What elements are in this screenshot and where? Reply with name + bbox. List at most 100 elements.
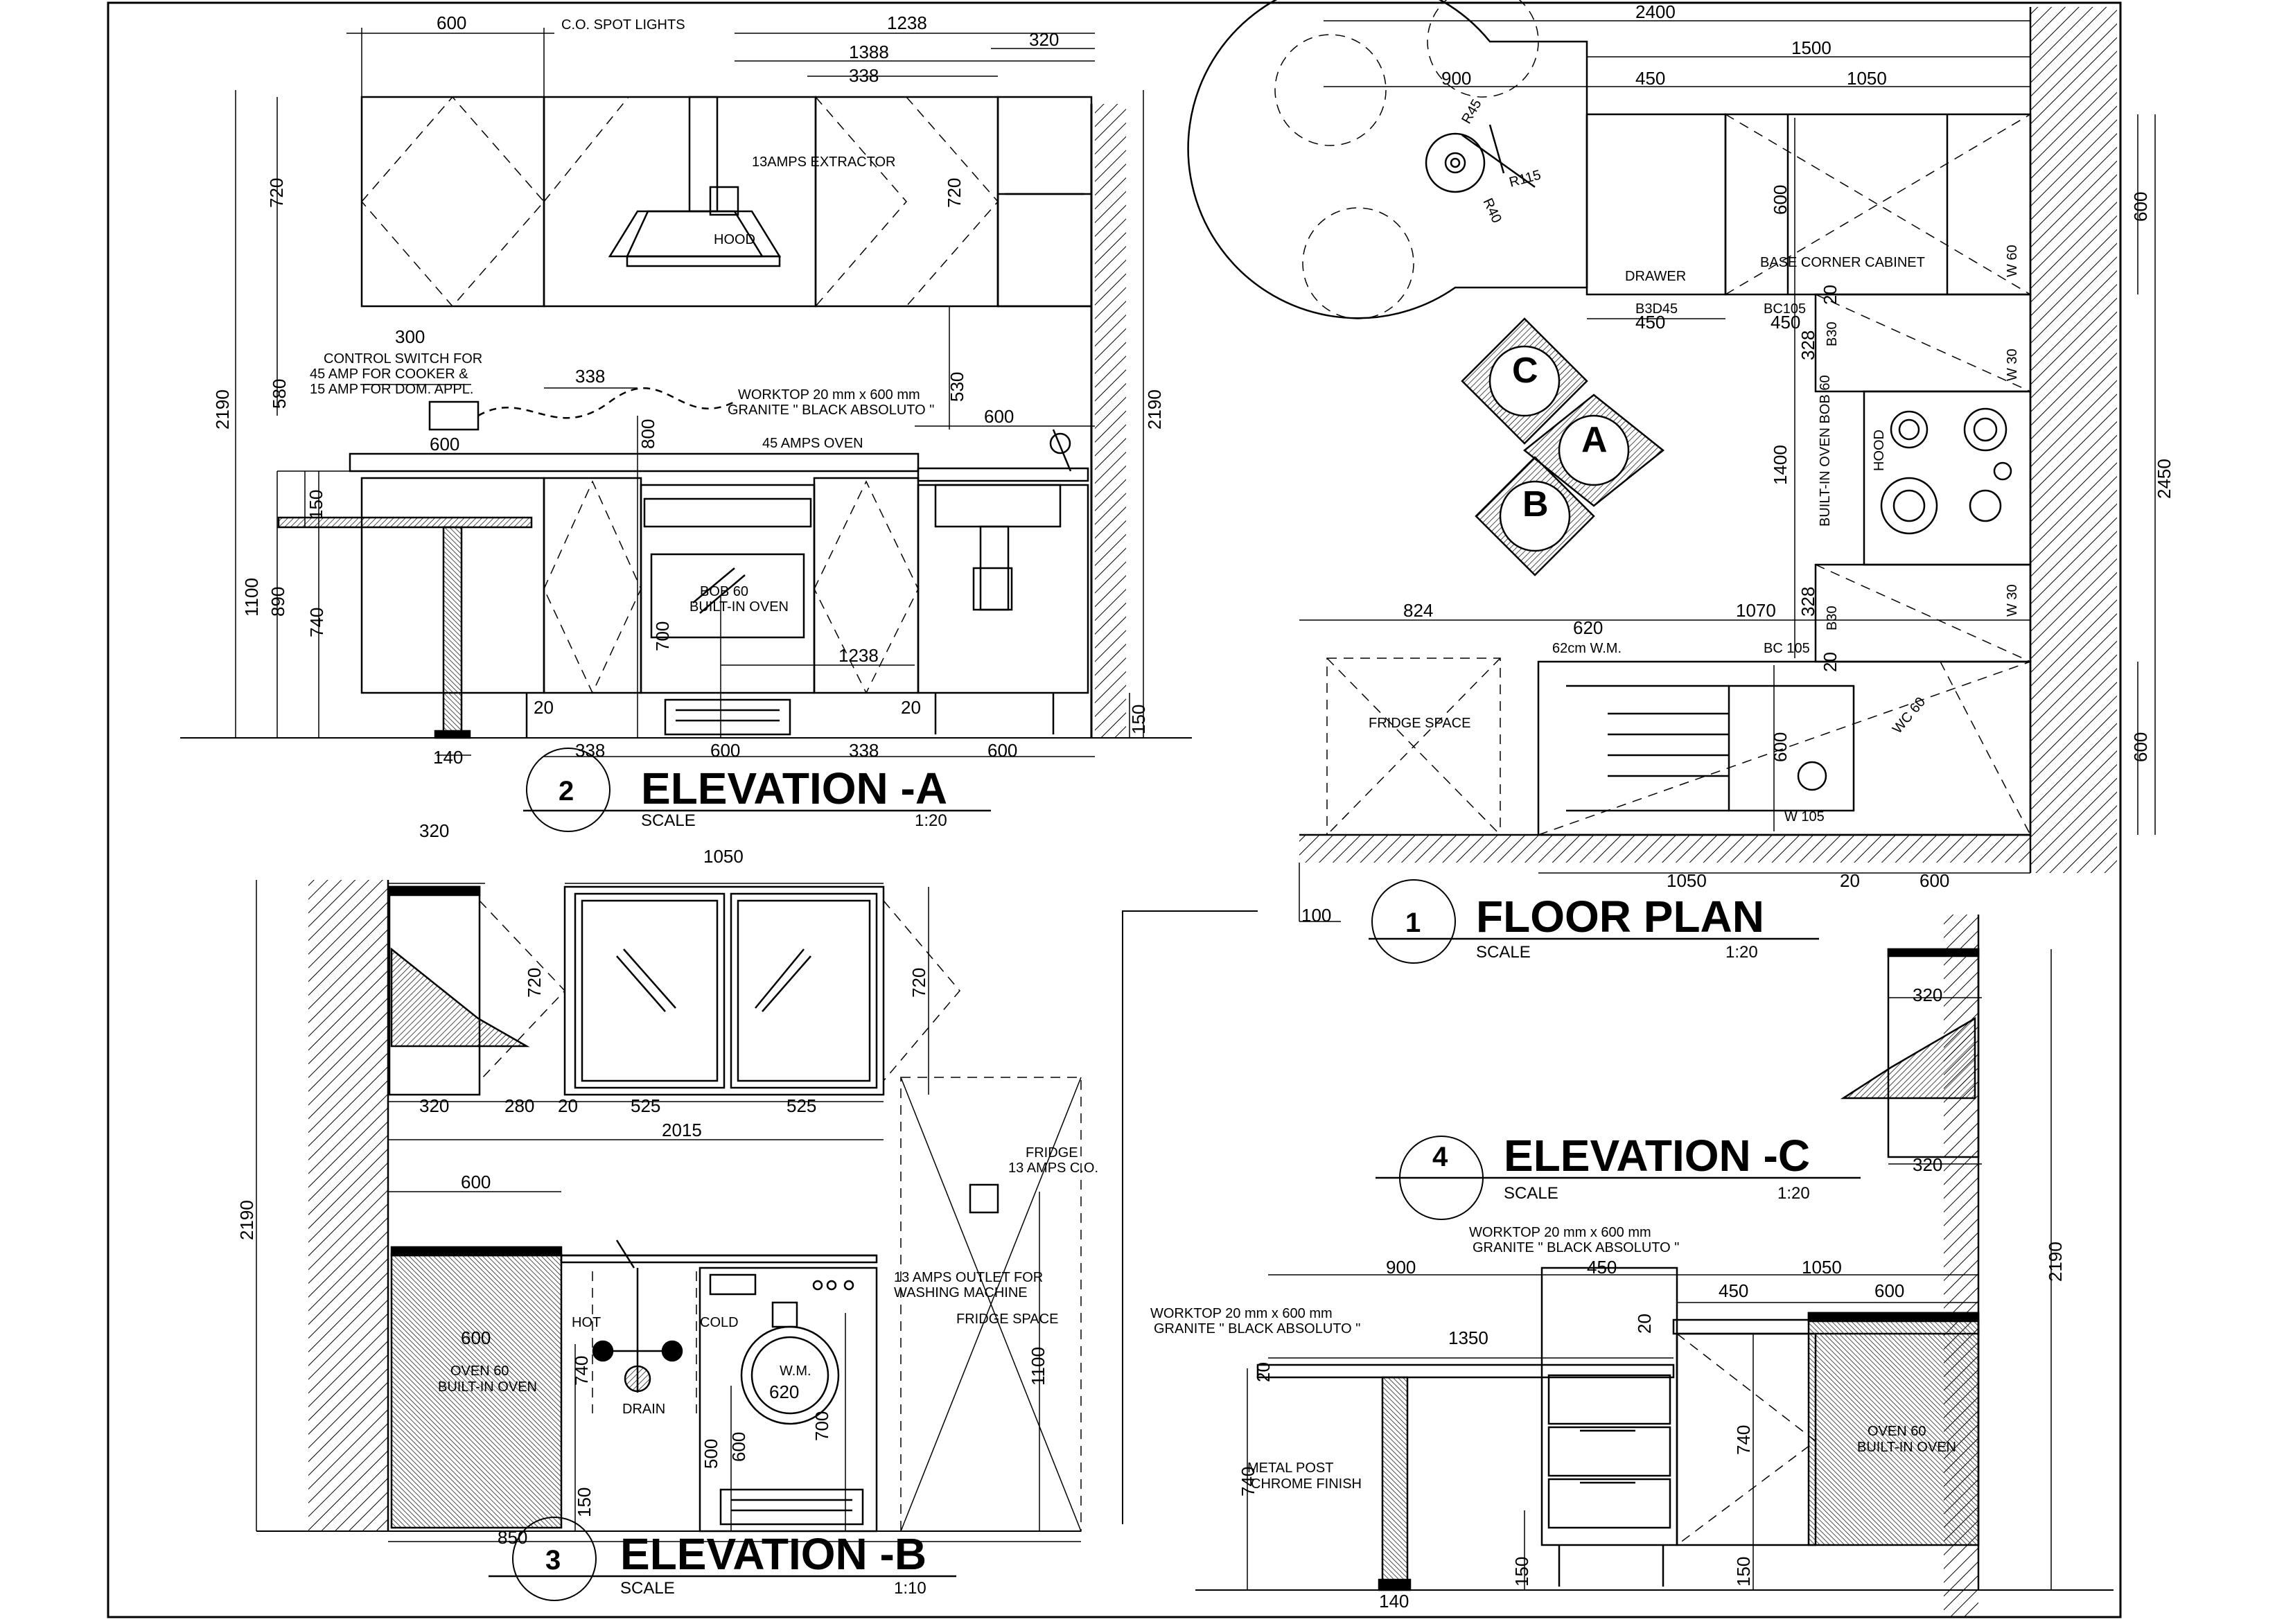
label-post-2: CHROME FINISH (1251, 1476, 1362, 1492)
dim: 620 (769, 1382, 799, 1402)
section-markers (1461, 317, 1665, 576)
scale-label: SCALE (1504, 1184, 1558, 1203)
label-w30: W 30 (2005, 584, 2020, 617)
sheet-border (107, 1, 2122, 1618)
dim: 338 (575, 366, 605, 387)
elevation-a-text: 600 C.O. SPOT LIGHTS 1238 1388 320 338 7… (212, 12, 1165, 768)
dim: 1050 (1802, 1257, 1842, 1278)
scale-label: SCALE (620, 1579, 675, 1598)
dim: 280 (504, 1095, 534, 1116)
dim: 320 (1913, 1154, 1942, 1175)
dim: 1238 (887, 12, 927, 33)
dim: 20 (1820, 652, 1840, 672)
dim: 600 (984, 406, 1014, 427)
label-wc60: WC 60 (1890, 694, 1929, 736)
view-title: FLOOR PLAN (1476, 892, 1764, 942)
label-w30: W 30 (2005, 348, 2020, 381)
dim: 1100 (241, 578, 262, 617)
dim: 720 (266, 178, 287, 208)
label-hood: HOOD (714, 232, 755, 247)
dim: 20 (1840, 870, 1860, 891)
dim: 1100 (1028, 1347, 1048, 1386)
dim: 580 (269, 379, 290, 409)
label-fridge-space: FRIDGE SPACE (1369, 716, 1470, 731)
dim: 740 (1238, 1467, 1258, 1497)
label-worktop-top-2: GRANITE " BLACK ABSOLUTO " (1473, 1240, 1679, 1255)
dim: 100 (1301, 905, 1331, 926)
dim: 450 (1771, 312, 1800, 333)
dim: 2400 (1635, 1, 1676, 22)
dim: 320 (419, 1095, 449, 1116)
dim: 2190 (236, 1200, 257, 1240)
label-oven-1: OVEN 60 (450, 1363, 509, 1379)
label-b30: B30 (1825, 321, 1840, 346)
dim: 320 (1029, 29, 1059, 50)
dim: 740 (1733, 1425, 1754, 1455)
dim: 338 (849, 65, 879, 86)
dim: 600 (728, 1432, 749, 1462)
dim: 1388 (849, 42, 889, 62)
elevation-c (1195, 915, 2114, 1618)
label-worktop-2: GRANITE " BLACK ABSOLUTO " (728, 403, 934, 418)
section-marker-a: A (1581, 420, 1608, 460)
label-b30: B30 (1825, 606, 1840, 630)
label-hot: HOT (572, 1315, 601, 1330)
label-outlet-1: 13 AMPS OUTLET FOR (894, 1270, 1043, 1285)
dim: 600 (1874, 1280, 1904, 1301)
label-w60: W 60 (2005, 245, 2020, 277)
scale-value: 1:10 (894, 1579, 926, 1598)
label-oven-1: OVEN 60 (1868, 1424, 1926, 1439)
label-wm: 62cm W.M. (1552, 641, 1622, 656)
dim: 450 (1635, 312, 1665, 333)
dim: 150 (1511, 1557, 1532, 1587)
elevation-a-title: 2 ELEVATION -A SCALE 1:20 (523, 748, 991, 832)
label-r40: R40 (1479, 196, 1504, 226)
label-worktop-1: WORKTOP 20 mm x 600 mm (738, 387, 920, 403)
scale-value: 1:20 (1725, 943, 1758, 962)
dim: 338 (849, 740, 879, 761)
label-fridge-co-1: FRIDGE (1026, 1145, 1078, 1160)
dim: 1500 (1791, 37, 1831, 58)
dim: 450 (1635, 68, 1665, 89)
dim: 450 (1719, 1280, 1748, 1301)
label-bc105: BC105 (1764, 301, 1806, 317)
label-bob-2: BUILT-IN OVEN (689, 599, 789, 615)
view-number: 2 (559, 776, 574, 806)
dim: 720 (908, 968, 929, 998)
dim: 900 (1441, 68, 1471, 89)
dim: 600 (461, 1327, 491, 1348)
dim: 740 (306, 608, 327, 637)
scale-value: 1:20 (915, 811, 947, 830)
view-title: ELEVATION -B (620, 1529, 926, 1579)
label-worktop-left-1: WORKTOP 20 mm x 600 mm (1150, 1306, 1333, 1321)
dim: 150 (306, 490, 326, 520)
dim: 600 (710, 740, 740, 761)
label-control-3: 15 AMP FOR DOM. APPL. (310, 382, 473, 397)
dim: 450 (1587, 1257, 1617, 1278)
label-bc105b: BC 105 (1764, 641, 1810, 656)
scale-label: SCALE (641, 811, 696, 830)
dim: 328 (1798, 330, 1818, 360)
dim: 850 (498, 1527, 527, 1548)
view-number: 3 (545, 1545, 561, 1576)
dim: 328 (1798, 587, 1818, 617)
dim: 320 (1913, 985, 1942, 1005)
dim: 320 (419, 820, 449, 841)
floor-plan-title: 1 FLOOR PLAN SCALE 1:20 (1369, 879, 1819, 964)
dim: 20 (1820, 285, 1840, 305)
dim: 1050 (703, 846, 744, 867)
dim: 600 (437, 12, 466, 33)
label-extractor: 13AMPS EXTRACTOR (752, 155, 895, 170)
dim: 900 (1386, 1257, 1416, 1278)
dim: 2015 (662, 1120, 702, 1140)
dim: 150 (1733, 1557, 1754, 1587)
dim: 600 (2130, 732, 2151, 762)
dim: 600 (2130, 192, 2151, 222)
elevation-c-text: 320 320 WORKTOP 20 mm x 600 mm GRANITE "… (1150, 985, 2066, 1612)
dim: 824 (1403, 600, 1433, 621)
dim: 20 (901, 697, 921, 718)
dim: 140 (433, 747, 463, 768)
label-fridge-co-2: 13 AMPS C.O. (1008, 1160, 1098, 1176)
dim: 2190 (212, 389, 233, 430)
